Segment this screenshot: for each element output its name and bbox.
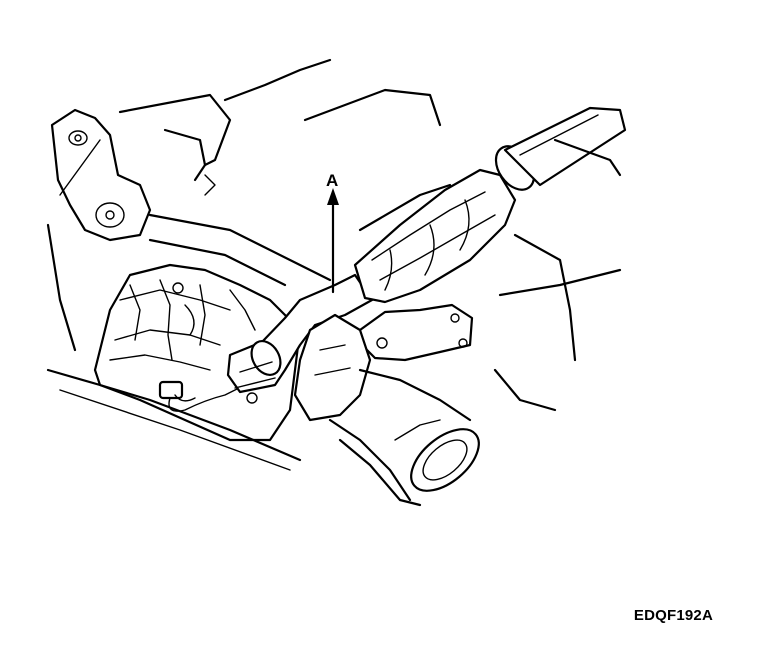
engine-mount-bracket <box>50 108 152 242</box>
rear-mount-bracket <box>358 303 474 362</box>
front-exhaust-pipe <box>226 273 374 394</box>
lower-pipe-section <box>293 313 372 422</box>
floor-panel <box>303 88 622 412</box>
figure-code: EDQF192A <box>633 607 713 624</box>
rear-exhaust-pipe <box>494 106 627 191</box>
differential-flange <box>328 368 480 507</box>
callout-a: A <box>326 171 339 294</box>
oxygen-sensor <box>158 380 246 412</box>
catalytic-converter <box>353 168 517 304</box>
callout-label-a: A <box>326 171 338 190</box>
